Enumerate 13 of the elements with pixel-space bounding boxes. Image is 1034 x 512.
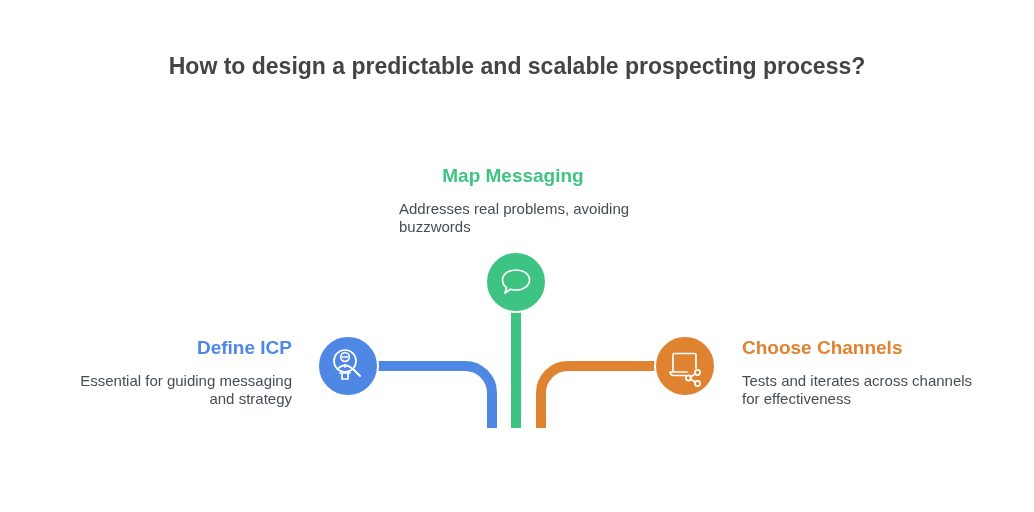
laptop-share-icon xyxy=(654,335,716,397)
step-description: Addresses real problems, avoiding buzzwords xyxy=(399,200,631,236)
step-heading: Map Messaging xyxy=(441,165,585,187)
speech-bubble-icon xyxy=(485,251,547,313)
step-heading: Choose Channels xyxy=(742,337,904,359)
step-description: Tests and iterates across channels for effectiveness xyxy=(742,372,974,408)
connector-line xyxy=(536,361,656,428)
step-heading: Define ICP xyxy=(195,337,292,359)
step-description: Essential for guiding messaging and strategy xyxy=(79,372,292,408)
title: How to design a predictable and scalable prospecting process? xyxy=(167,53,867,79)
connector-line xyxy=(511,311,521,428)
connector-line xyxy=(377,361,497,428)
person-search-icon xyxy=(317,335,379,397)
